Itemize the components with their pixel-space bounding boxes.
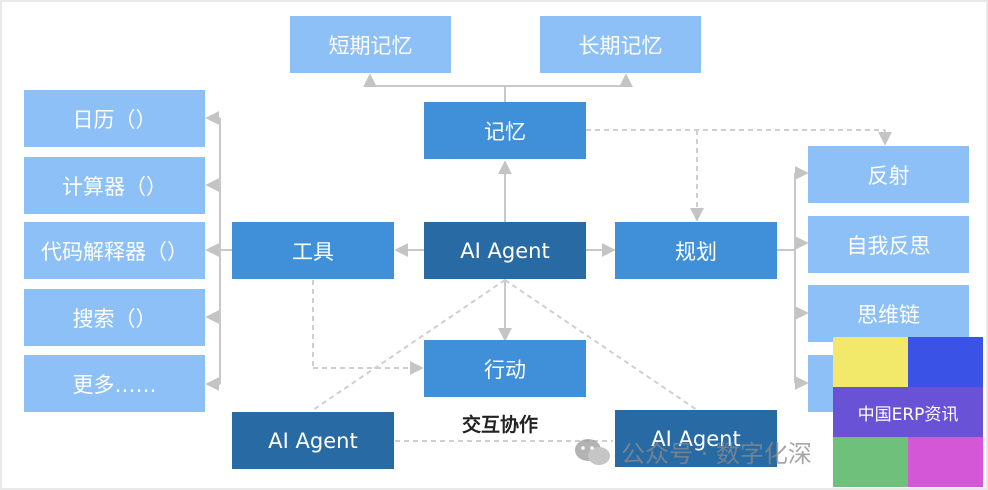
planning-item-chain-of-thought: 思维链 bbox=[808, 285, 969, 342]
wechat-watermark: 公众号 · 数字化深 bbox=[573, 434, 812, 469]
logo-green-block bbox=[833, 437, 908, 487]
ai-agent-center-node: AI Agent bbox=[424, 222, 586, 279]
wechat-icon bbox=[575, 438, 610, 465]
logo-yellow-block bbox=[833, 337, 908, 387]
logo-text: 中国ERP资讯 bbox=[833, 387, 983, 437]
erp-news-logo: 中国ERP资讯 bbox=[833, 337, 983, 487]
short-term-memory-node: 短期记忆 bbox=[290, 16, 451, 73]
logo-magenta-block bbox=[908, 437, 983, 487]
tool-item-more: 更多…… bbox=[24, 355, 205, 412]
watermark-text: 公众号 · 数字化深 bbox=[621, 440, 812, 468]
collab-agent-right-node: AI Agent bbox=[615, 410, 777, 467]
tool-item-code-interpreter: 代码解释器（） bbox=[24, 222, 205, 279]
action-node: 行动 bbox=[424, 340, 586, 397]
collaboration-label: 交互协作 bbox=[462, 414, 539, 436]
tools-node: 工具 bbox=[232, 222, 394, 279]
logo-blue-block bbox=[908, 337, 983, 387]
memory-node: 记忆 bbox=[424, 102, 586, 159]
planning-node: 规划 bbox=[615, 222, 777, 279]
tool-item-calculator: 计算器（） bbox=[24, 157, 205, 214]
collab-agent-left-node: AI Agent bbox=[232, 412, 394, 469]
tool-item-search: 搜索（） bbox=[24, 289, 205, 346]
tool-item-calendar: 日历（） bbox=[24, 90, 205, 147]
planning-item-reflection: 反射 bbox=[808, 146, 969, 203]
planning-item-self-reflection: 自我反思 bbox=[808, 216, 969, 273]
long-term-memory-node: 长期记忆 bbox=[540, 16, 701, 73]
